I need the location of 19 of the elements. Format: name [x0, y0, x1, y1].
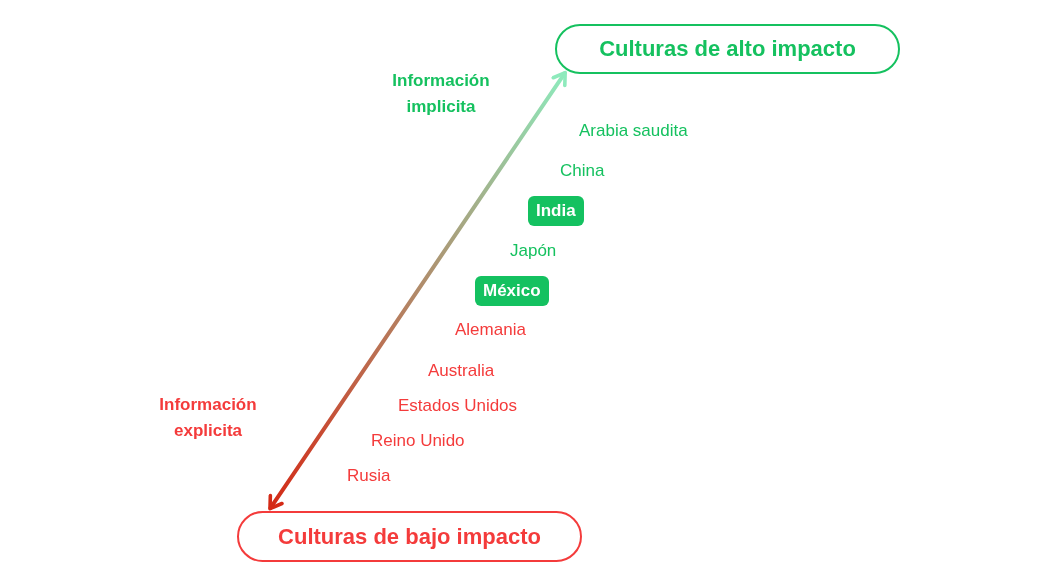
country-name: Alemania — [455, 319, 526, 341]
category-pill — [555, 24, 900, 74]
country-name: India — [536, 200, 576, 222]
category-pill — [237, 511, 582, 562]
double-headed-arrow — [268, 70, 567, 511]
direction-label: Información implicita — [391, 70, 491, 118]
category-title: Culturas de bajo impacto — [278, 522, 541, 551]
country-name: China — [560, 160, 605, 182]
country-name: Rusia — [347, 465, 391, 487]
country-name: Japón — [510, 240, 557, 262]
highlight-tag — [528, 196, 584, 226]
direction-label: Información explicita — [158, 394, 258, 442]
country-name: Australia — [428, 360, 495, 382]
country-name: Reino Unido — [371, 430, 465, 452]
country-name: Estados Unidos — [398, 395, 518, 417]
highlight-tag — [475, 276, 549, 306]
country-name: México — [483, 280, 541, 302]
country-name: Arabia saudita — [579, 120, 688, 142]
category-title: Culturas de alto impacto — [599, 35, 856, 63]
